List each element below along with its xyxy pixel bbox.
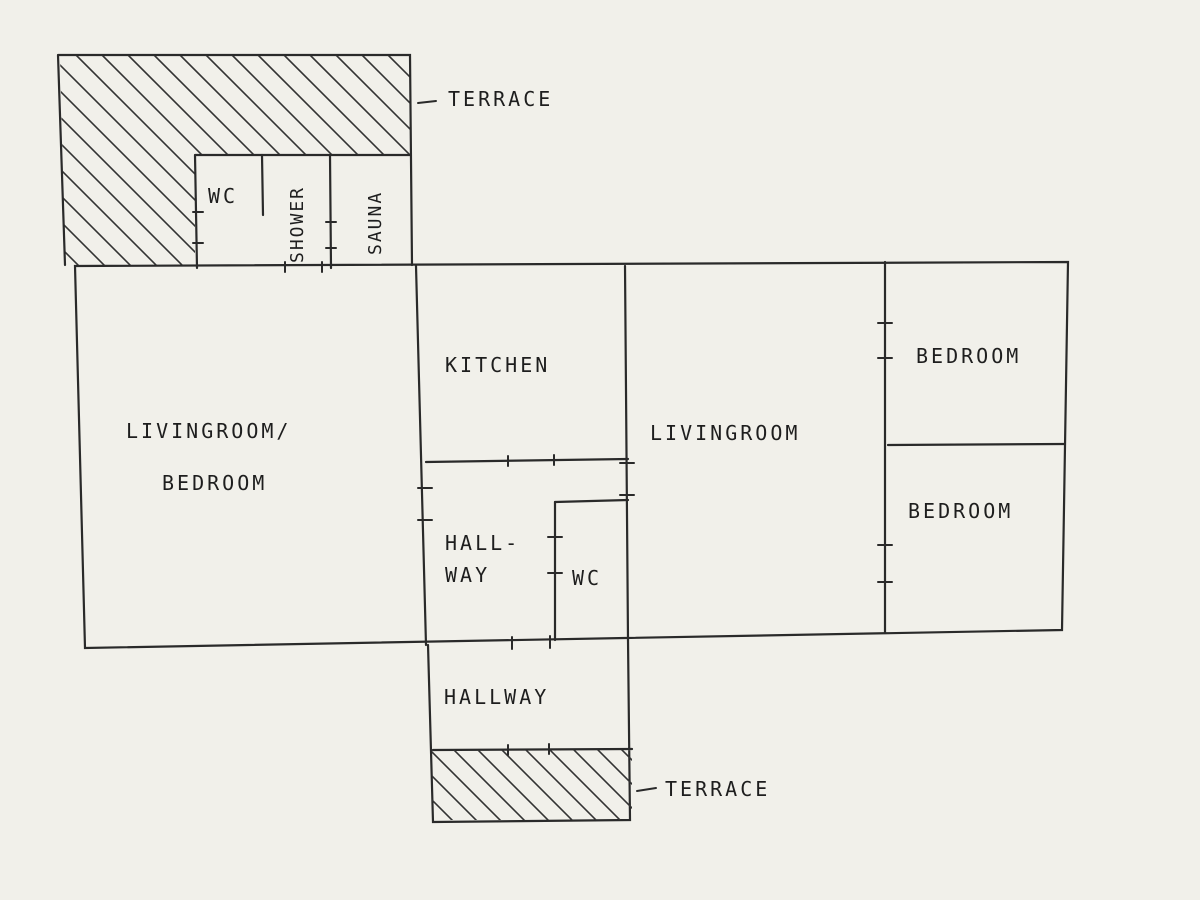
terrace-bottom-hatch	[432, 750, 632, 820]
label-kitchen: KITCHEN	[445, 353, 550, 377]
label-wc-top: WC	[208, 184, 238, 208]
hatch-line	[524, 750, 598, 820]
bathroom-block	[260, 153, 333, 270]
hatch-line	[548, 750, 622, 820]
label-bedroom-1: BEDROOM	[916, 344, 1021, 368]
hatch-line	[361, 55, 410, 265]
door-marks	[192, 211, 893, 756]
label-livingroom: LIVINGROOM	[650, 421, 800, 445]
hatch-line	[60, 55, 212, 265]
label-livingroom-bedroom-1: LIVINGROOM/	[126, 419, 291, 443]
hatch-line	[596, 750, 632, 786]
hatch-line	[476, 750, 550, 820]
main-outline	[73, 260, 1070, 650]
hatch-line	[60, 55, 160, 265]
label-bedroom-2: BEDROOM	[908, 499, 1013, 523]
terrace-top-outline	[56, 53, 414, 270]
hatch-line	[452, 750, 526, 820]
hatch-line	[60, 55, 134, 265]
hatch-line	[309, 55, 410, 265]
hatch-line	[432, 750, 502, 820]
hatch-line	[572, 750, 632, 810]
label-hallway-1: HALL-	[445, 531, 520, 555]
label-hallway-bottom: HALLWAY	[444, 685, 549, 709]
label-shower: SHOWER	[287, 186, 308, 263]
hatch-line	[432, 774, 478, 820]
hatch-line	[432, 798, 454, 820]
label-hallway-2: WAY	[445, 563, 490, 587]
terrace-bottom-leader	[636, 787, 657, 792]
terrace-top-leader	[417, 100, 437, 104]
label-livingroom-bedroom-2: BEDROOM	[162, 471, 267, 495]
label-wc-small: WC	[572, 566, 602, 590]
hatch-line	[60, 55, 186, 265]
hatch-line	[500, 750, 574, 820]
label-terrace-top: TERRACE	[448, 87, 553, 111]
label-sauna: SAUNA	[365, 191, 386, 255]
label-terrace-bottom: TERRACE	[665, 777, 770, 801]
interior-walls	[414, 260, 1066, 647]
hatch-line	[60, 55, 108, 265]
hallway-bottom-outline	[426, 638, 634, 824]
hatch-line	[335, 55, 410, 265]
